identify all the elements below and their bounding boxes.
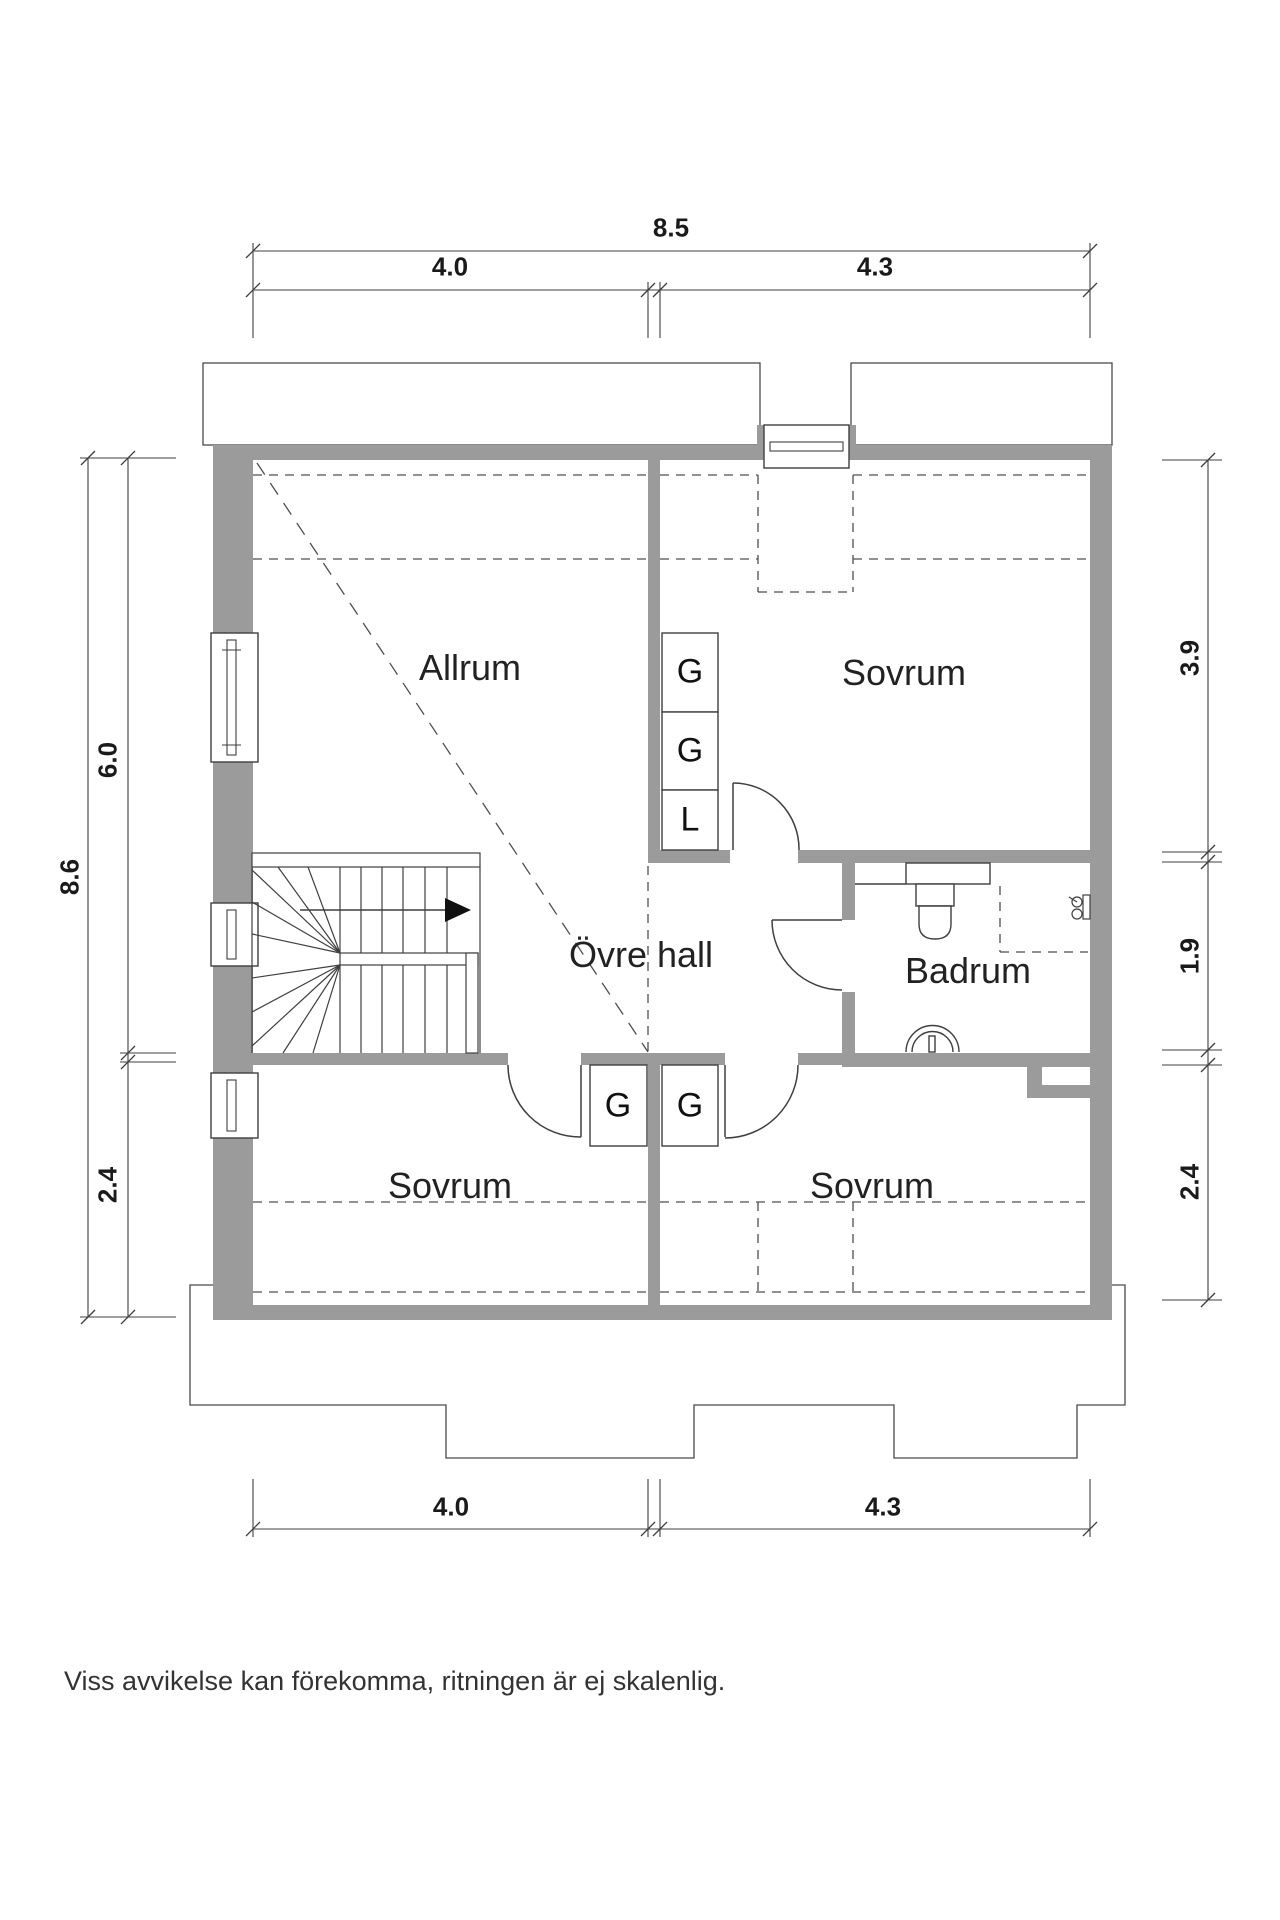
dimension-lines	[80, 243, 1222, 1537]
closet-label-g3: G	[604, 1086, 632, 1125]
toilet-icon	[915, 883, 955, 940]
bathroom-fixtures	[905, 883, 1091, 1053]
top-window	[757, 424, 856, 469]
disclaimer-text: Viss avvikelse kan förekomma, ritningen …	[64, 1666, 726, 1696]
dim-top-left: 4.0	[431, 251, 469, 282]
door-sovrum-se	[724, 1064, 799, 1139]
stair-direction-arrow-icon	[445, 898, 471, 922]
dim-top-total: 8.5	[652, 212, 690, 243]
room-label-sovrum-ne: Sovrum	[841, 652, 967, 693]
room-label-allrum: Allrum	[418, 647, 522, 688]
room-label-ovre-hall: Övre hall	[568, 934, 714, 975]
dim-bottom-right: 4.3	[864, 1491, 902, 1522]
sink-icon	[905, 1024, 960, 1053]
dim-right-middle: 1.9	[1174, 937, 1205, 975]
room-label-sovrum-sw: Sovrum	[387, 1165, 513, 1206]
dim-left-total: 8.6	[54, 858, 85, 896]
closet-label-g2: G	[676, 731, 704, 770]
closet-label-g1: G	[676, 652, 704, 691]
dim-right-upper: 3.9	[1174, 639, 1205, 677]
windows	[210, 424, 856, 1139]
closet-label-g4: G	[676, 1086, 704, 1125]
ceiling-dashed-lines	[253, 462, 1090, 1293]
walls	[213, 445, 1112, 1320]
door-badrum	[771, 919, 843, 991]
dim-top-right: 4.3	[856, 251, 894, 282]
dim-left-upper: 6.0	[92, 741, 123, 779]
left-window-1	[210, 632, 259, 763]
dim-bottom-left: 4.0	[432, 1491, 470, 1522]
dim-left-lower: 2.4	[92, 1166, 123, 1204]
room-label-badrum: Badrum	[904, 950, 1032, 991]
staircase	[251, 852, 481, 1054]
faucet-icon	[1068, 894, 1091, 920]
closet-boxes	[589, 632, 991, 1147]
room-label-sovrum-se: Sovrum	[809, 1165, 935, 1206]
door-sovrum-ne	[732, 782, 800, 851]
doors	[507, 782, 843, 1139]
closet-label-l: L	[680, 800, 700, 839]
left-window-2	[210, 902, 259, 967]
door-sovrum-sw	[507, 1064, 582, 1138]
dim-right-lower: 2.4	[1174, 1163, 1205, 1201]
left-window-3	[210, 1072, 259, 1139]
dimension-ticks	[80, 243, 1216, 1537]
